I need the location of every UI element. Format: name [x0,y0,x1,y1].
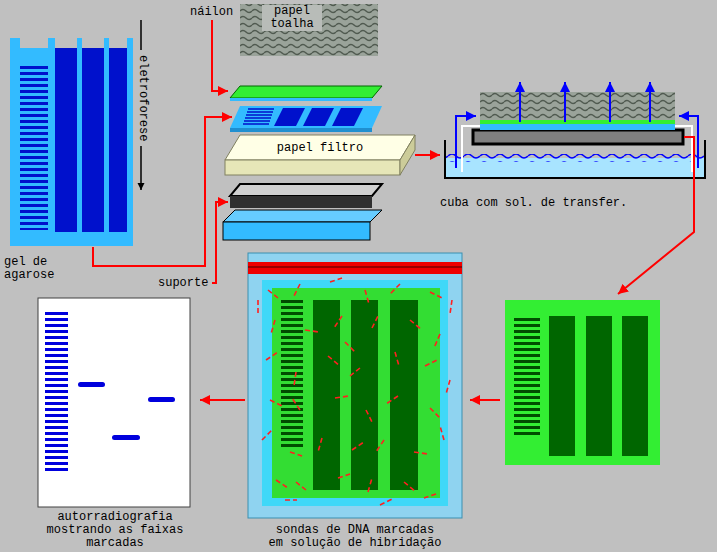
node-text: cuba com sol. de transfer. [440,197,627,210]
node-text: papel toalha [262,5,322,31]
support-front [230,196,372,208]
step-arrow [470,399,500,401]
tank-support [473,130,683,144]
step-arrow [618,137,694,294]
gel-layer [230,106,382,132]
membrane-lane [549,316,575,456]
filter-paper-layer [225,135,415,175]
nylon-membrane-layer [230,86,382,101]
bag-membrane [272,288,440,498]
gel-comb-tooth [127,38,133,48]
tank-wall [445,140,705,178]
filter-front [225,160,400,175]
membrane-lane [313,300,340,490]
nylon-edge [230,98,372,101]
gel-lane [303,108,334,126]
leader-line [212,202,228,283]
hybridization-bag [248,253,462,518]
transfer-tank [445,82,705,178]
gel-body [10,48,133,246]
direction-arrow [140,146,142,190]
flow-arrow [519,82,521,122]
gel-lane [332,108,363,126]
film [38,298,190,507]
membrane-lane [622,316,648,456]
node-text: gel de agarose [4,256,64,282]
flow-arrow [456,116,476,168]
paper-wick [462,126,692,172]
gel-lane [55,48,77,232]
bag-seal [248,262,462,274]
agarose-gel [10,38,133,246]
blotted-membrane [505,300,660,465]
membrane-lane [351,300,378,490]
plate-top [223,210,382,222]
filter-top [225,135,415,160]
direction-line [140,20,142,50]
solution-surface [446,154,704,162]
dna-ladder [45,312,68,472]
nylon-sheet [230,86,382,98]
dna-ladder [243,109,274,124]
node-text: sondas de DNA marcadas em solução de hib… [268,524,443,550]
towel-waves [240,4,378,56]
flow-arrow [649,82,651,122]
gel-lane [274,108,305,126]
filter-node: papel filtro [225,135,415,175]
towel-body [240,4,378,56]
membrane-lane [390,300,418,490]
gel-lane [82,48,104,232]
gel-comb-tooth [77,38,82,48]
labeled-band [112,435,140,440]
tank-node: cuba com sol. de transfer. [440,75,715,210]
gel-comb-tooth [48,38,55,48]
dna-ladder [514,316,540,436]
tank-gel [480,124,675,130]
flow-arrow [609,82,611,122]
support-top [230,184,382,196]
leader-line [93,117,232,266]
dna-ladder [20,65,48,230]
flow-arrow [564,82,566,122]
layer-label: suporte [158,277,208,290]
support-layer [223,184,382,240]
step-arrow [415,154,440,156]
dna-ladder [281,300,303,450]
direction-label: eletroforese [136,55,149,141]
gel-comb-tooth [10,38,20,48]
gel-lane [109,48,127,232]
bag-body [248,253,462,518]
labeled-band [148,397,175,402]
hybridization-solution [262,280,448,506]
bag-node: sondas de DNA marcadas em solução de hib… [245,252,465,550]
gel-node: gel de agarose [4,36,135,282]
gel-sheet [230,106,382,128]
step-arrow [200,399,245,401]
tank-towel-waves [480,92,675,120]
node-text: papel filtro [277,142,363,155]
plate-front [223,222,370,240]
layer-label: náilon [190,6,233,19]
labeled-band [78,382,105,387]
membrane-lane [586,316,612,456]
leader-line [212,20,228,91]
paper-towel-stack [240,4,378,56]
gel-comb-tooth [104,38,109,48]
bag-seal-line [248,266,462,268]
autoradiograph [38,298,190,507]
node-text: autorradiografia mostrando as faixas mar… [40,511,190,550]
film-node: autorradiografia mostrando as faixas mar… [30,298,200,550]
labeled-probes [258,278,452,505]
filter-side [400,135,415,175]
gel-edge [230,128,372,132]
flow-arrow [679,116,698,168]
tank-membrane [480,120,675,124]
membrane-body [505,300,660,465]
towel-node: papel toalha [240,2,378,58]
tank-towels [480,92,675,120]
